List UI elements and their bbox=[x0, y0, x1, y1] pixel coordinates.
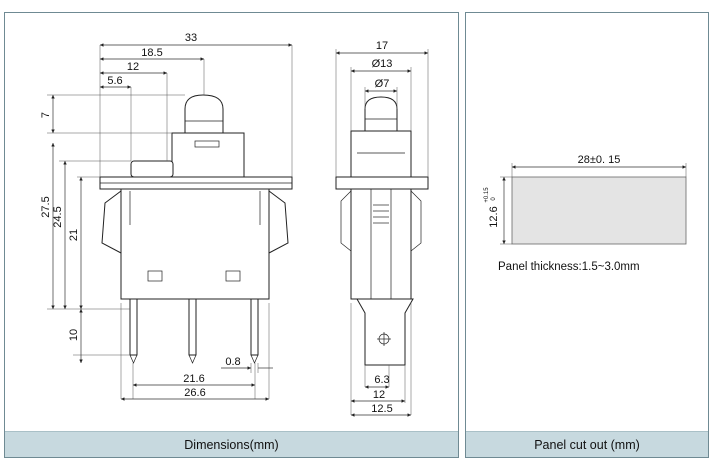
cutout-drawing: 28±0. 15 12.6 +0.15 0 Panel thickness:1.… bbox=[484, 154, 687, 273]
dim-10: 10 bbox=[68, 329, 80, 341]
cutout-width-label: 28±0. 15 bbox=[578, 154, 621, 166]
panel-thickness-note: Panel thickness:1.5~3.0mm bbox=[498, 261, 640, 273]
cutout-rectangle bbox=[511, 176, 687, 245]
dimensions-caption: Dimensions(mm) bbox=[5, 431, 458, 457]
dimensions-panel: 33 18.5 12 5.6 7 27.5 bbox=[4, 12, 459, 458]
dim-5-6: 5.6 bbox=[107, 75, 122, 87]
cutout-height-label: 12.6 bbox=[488, 206, 500, 227]
cutout-height-tol-minus: 0 bbox=[491, 197, 497, 201]
dim-12-5: 12.5 bbox=[371, 403, 392, 415]
dim-0-8: 0.8 bbox=[225, 356, 240, 368]
dim-24-5: 24.5 bbox=[52, 206, 64, 227]
cutout-height-tol-plus: +0.15 bbox=[484, 187, 490, 203]
side-view bbox=[335, 96, 429, 366]
dim-12-top: 12 bbox=[127, 61, 139, 73]
dim-dia-13: Ø13 bbox=[372, 58, 393, 70]
dim-27-5: 27.5 bbox=[40, 196, 52, 217]
dim-6-3: 6.3 bbox=[374, 374, 389, 386]
side-view-dimensions: 17 Ø13 Ø7 6.3 12 12.5 bbox=[335, 40, 429, 417]
dim-21-6: 21.6 bbox=[183, 373, 204, 385]
dim-dia-7: Ø7 bbox=[375, 78, 390, 90]
dimension-drawing: 33 18.5 12 5.6 7 27.5 bbox=[40, 32, 429, 417]
panel-cutout-panel: 28±0. 15 12.6 +0.15 0 Panel thickness:1.… bbox=[465, 12, 709, 458]
dim-33: 33 bbox=[185, 32, 197, 44]
dim-7: 7 bbox=[40, 112, 52, 118]
dim-17: 17 bbox=[376, 40, 388, 52]
front-view-dimensions: 33 18.5 12 5.6 7 27.5 bbox=[40, 32, 293, 401]
dim-26-6: 26.6 bbox=[184, 387, 205, 399]
dim-18-5: 18.5 bbox=[141, 47, 162, 59]
front-view bbox=[99, 94, 293, 364]
panel-cutout-caption: Panel cut out (mm) bbox=[466, 431, 708, 457]
dim-21: 21 bbox=[68, 229, 80, 241]
dim-12-side: 12 bbox=[373, 389, 385, 401]
